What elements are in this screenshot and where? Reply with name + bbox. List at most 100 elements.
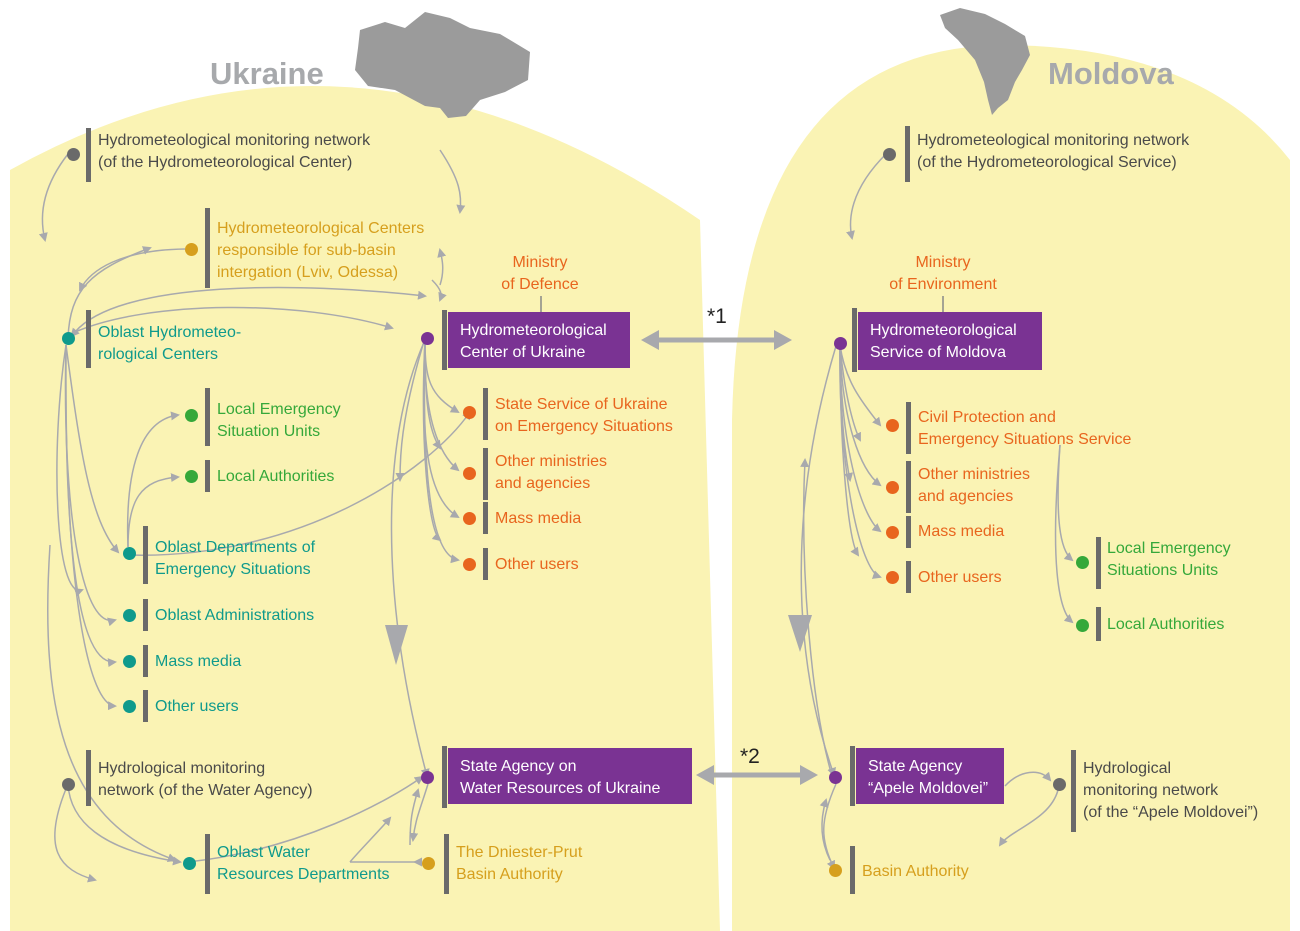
flow-arrow [56, 344, 84, 597]
moldova-basin-authority: Basin Authority [862, 863, 969, 880]
moldova-hydromet-service-box: Hydrometeorological Service of Moldova [858, 312, 1042, 370]
ukraine-local-authorities: Local Authorities [217, 468, 335, 485]
moldova-local-emergency: Local Emergency Situations Units [1107, 540, 1231, 579]
link-arrowhead [696, 765, 714, 785]
moldova-ministry-environment: Ministry of Environment [889, 254, 997, 293]
flow-arrow [1054, 444, 1074, 624]
label-bar [483, 548, 488, 580]
flow-arrow [439, 149, 466, 214]
flow-arrow [409, 788, 421, 846]
moldova-title: Moldova [1048, 56, 1174, 91]
node-dot-other-users-left [123, 700, 136, 713]
ukraine-region [10, 86, 720, 931]
flow-arrow [67, 783, 182, 866]
ukraine-hydrological-network: Hydrological monitoring network (of the … [98, 760, 313, 799]
label-bar [850, 846, 855, 894]
flow-arrow [65, 344, 120, 554]
ukraine-oblast-hydromet: Oblast Hydrometeo- rological Centers [98, 324, 242, 363]
label-bar [143, 599, 148, 631]
label-bar [906, 461, 911, 513]
moldova-apele-network: Hydrological monitoring network (of the … [1083, 760, 1259, 821]
node-dot-water-agency [421, 771, 434, 784]
label-bar [205, 388, 210, 446]
node-dot-moldova-civil-protection [886, 419, 899, 432]
node-dot-hydromet-center [421, 332, 434, 345]
node-dot-hydrological-network [62, 778, 75, 791]
node-dot-moldova-mass-media [886, 526, 899, 539]
flow-arrow [839, 344, 882, 427]
flow-arrow [839, 344, 860, 557]
label-bar [850, 746, 855, 806]
node-dot-moldova-apele [829, 771, 842, 784]
label-bar [86, 310, 91, 368]
flow-arrow [424, 339, 442, 450]
ukraine-basin-authority: The Dniester-Prut Basin Authority [456, 844, 583, 883]
flow-arrow [819, 798, 831, 861]
ukraine-other-users-left: Other users [155, 698, 239, 715]
node-dot-oblast-emergency [123, 547, 136, 560]
label-bar [442, 310, 447, 370]
ukraine-title: Ukraine [210, 56, 324, 91]
node-dot-moldova-basin-authority [829, 864, 842, 877]
link-arrowhead [641, 330, 659, 350]
moldova-local-authorities: Local Authorities [1107, 616, 1225, 633]
ukraine-state-service: State Service of Ukraine on Emergency Si… [495, 396, 673, 435]
node-dot-basin-authority-ukraine [422, 857, 435, 870]
flow-arrow [437, 248, 447, 286]
ukraine-mass-media: Mass media [495, 510, 582, 527]
label-bar [143, 690, 148, 722]
flow-arrow [187, 775, 424, 863]
label-bar [442, 746, 447, 808]
flow-arrow [395, 337, 426, 482]
node-dot-moldova-apele-network [1053, 778, 1066, 791]
label-bar [205, 208, 210, 288]
large-arrowhead [788, 615, 812, 652]
ukraine-oblast-water: Oblast Water Resources Departments [217, 844, 390, 883]
moldova-hydromet-network: Hydrometeological monitoring network (of… [917, 132, 1190, 171]
label-bar [483, 388, 488, 440]
label-bar [86, 750, 91, 806]
ukraine-hydromet-center-box: Hydrometeorological Center of Ukraine [448, 312, 630, 368]
flow-arrow [70, 286, 427, 338]
flow-arrow [54, 783, 97, 883]
flow-arrow [127, 410, 472, 556]
label-bar [444, 834, 449, 894]
flow-arrow [349, 816, 392, 863]
node-dot-hydromet-network [67, 148, 80, 161]
ukraine-subbasin-centers: Hydrometeorological Centers responsible … [217, 220, 425, 281]
flow-arrow [422, 339, 442, 542]
link-arrowhead [774, 330, 792, 350]
flow-arrow [79, 248, 186, 292]
node-dot-moldova-local-authorities [1076, 619, 1089, 632]
ukraine-mass-media-left: Mass media [155, 653, 242, 670]
label-bar [86, 128, 91, 182]
node-dot-oblast-water [183, 857, 196, 870]
label-bar [1096, 537, 1101, 589]
moldova-region [732, 45, 1290, 931]
node-dot-moldova-hydromet-network [883, 148, 896, 161]
node-dot-oblast-admin [123, 609, 136, 622]
label-bar [143, 645, 148, 677]
flow-arrow [846, 153, 887, 240]
flow-arrow [38, 153, 69, 242]
label-bar [906, 402, 911, 454]
flow-arrow [839, 344, 861, 442]
ukraine-map [355, 12, 530, 118]
link-arrowhead [800, 765, 818, 785]
moldova-other-ministries: Other ministries and agencies [918, 466, 1031, 505]
moldova-mass-media: Mass media [918, 523, 1005, 540]
node-dot-mass-media [463, 512, 476, 525]
flow-arrow [998, 789, 1059, 847]
ukraine-oblast-emergency: Oblast Departments of Emergency Situatio… [155, 539, 316, 578]
label-bar [906, 516, 911, 548]
ukraine-oblast-admin: Oblast Administrations [155, 607, 315, 624]
ukraine-hydromet-network: Hydrometeological monitoring network (of… [98, 132, 371, 171]
moldova-apele-box: State Agency “Apele Moldovei” [856, 748, 1004, 804]
node-dot-moldova-other-ministries [886, 481, 899, 494]
flow-arrow [431, 279, 447, 302]
label-bar [906, 561, 911, 593]
flow-arrow [74, 306, 394, 333]
label-bar [205, 460, 210, 492]
flow-arrow [127, 473, 180, 548]
